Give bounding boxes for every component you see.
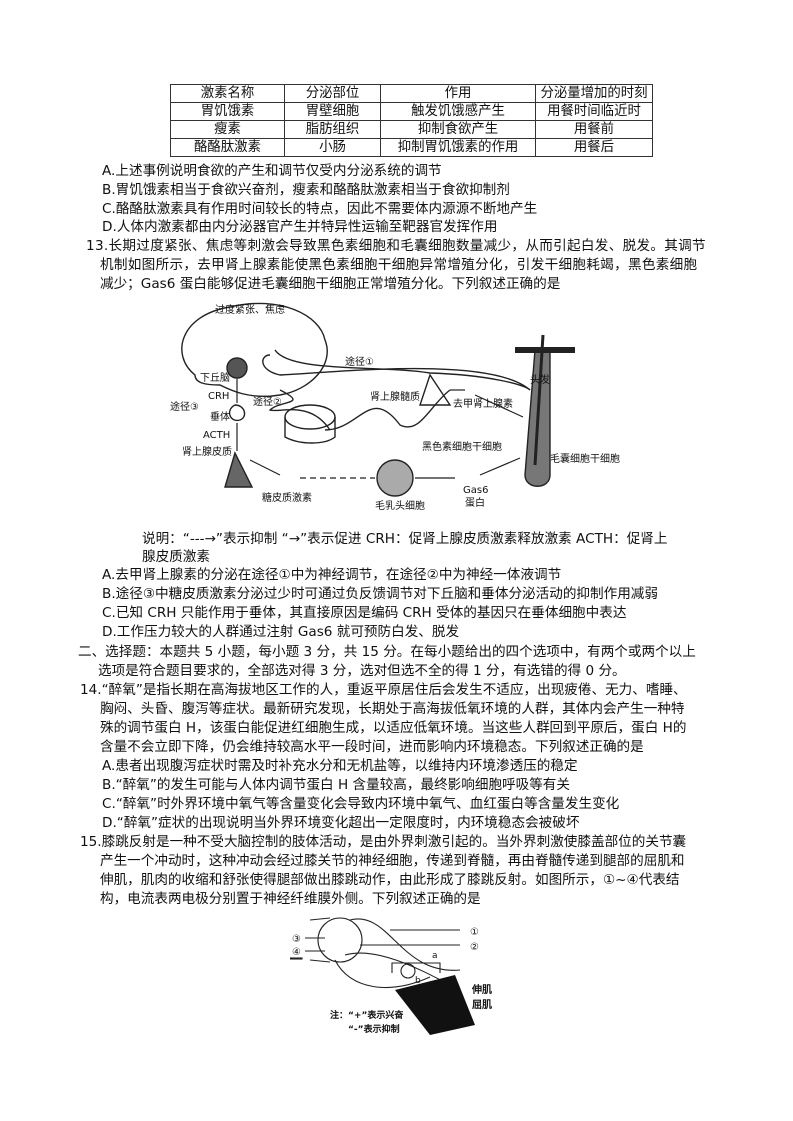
option-a: A.上述事例说明食欲的产生和调节仅受内分泌系统的调节 — [102, 163, 442, 179]
label-3: ③ — [292, 934, 301, 945]
pituitary-icon — [228, 404, 246, 422]
path1-label: 途径① — [345, 355, 374, 368]
hypothalamus-label: 下丘脑 — [200, 371, 230, 384]
header-cell: 分泌部位 — [284, 84, 381, 103]
stem-line: 机制如图所示，去甲肾上腺素能使黑色素细胞干细胞异常增殖分化，引发干细胞耗竭，黑色… — [100, 257, 698, 273]
cell: 用餐后 — [535, 138, 653, 157]
cell: 抑制食欲产生 — [380, 120, 536, 139]
acth-label: ACTH — [203, 430, 230, 441]
label-2: ② — [470, 942, 479, 953]
option-a: A.患者出现腹泻症状时需及时补充水分和无机盐等，以维持内环境渗透压的稳定 — [102, 758, 578, 774]
table-header-row: 激素名称 分泌部位 作用 分泌量增加的时刻 — [170, 84, 653, 103]
path3-label: 途径③ — [170, 400, 199, 413]
norepinephrine-label: 去甲肾上腺素 — [453, 397, 513, 410]
follicle-stem-label: 毛囊细胞干细胞 — [550, 452, 620, 465]
label-1: ① — [470, 927, 479, 938]
cell: 小肠 — [284, 138, 381, 157]
header-cell: 作用 — [380, 84, 536, 103]
spinal-cord-icon — [317, 917, 363, 963]
flexor-label: 屈肌 — [472, 999, 492, 1011]
pituitary-label: 垂体 — [210, 411, 230, 423]
cell: 酪酪肽激素 — [170, 138, 285, 157]
spinal-cord-icon — [284, 404, 336, 430]
cell: 胃壁细胞 — [284, 102, 381, 121]
option-b: B.胃饥饿素相当于食欲兴奋剂，瘦素和酪酪肽激素相当于食欲抑制剂 — [102, 182, 510, 198]
legend-note: 说明：“---→”表示抑制 “→”表示促进 CRH：促肾上腺皮质激素释放激素 A… — [142, 531, 668, 547]
muscle-icon — [395, 975, 475, 1035]
cell: 瘦素 — [170, 120, 285, 139]
note-excite: 注：“+”表示兴奋 — [330, 1009, 404, 1021]
option-d: D.工作压力较大的人群通过注射 Gas6 就可预防白发、脱发 — [102, 624, 460, 640]
option-c: C.“醉氧”时外界环境中氧气等含量变化会导致内环境中氧气、血红蛋白等含量发生变化 — [102, 796, 620, 812]
crh-label: CRH — [208, 391, 229, 402]
stem-line: 14.“醉氧”是指长期在高海拔地区工作的人，重返平原居住后会发生不适应，出现疲倦… — [80, 682, 687, 698]
cell: 抑制胃饥饿素的作用 — [380, 138, 536, 157]
legend-note: 腺皮质激素 — [142, 549, 210, 565]
label-b: b — [415, 976, 421, 986]
option-b: B.“醉氧”的发生可能与人体内调节蛋白 H 含量较高，最终影响细胞呼吸等有关 — [102, 777, 570, 793]
hair-mechanism-diagram: 过度紧张、焦虑 下丘脑 CRH 途径③ 途径② 途径① 垂体 ACTH 肾上腺皮… — [170, 302, 620, 512]
gas6-label: Gas6 — [463, 485, 488, 496]
adrenal-medulla-icon — [419, 373, 452, 406]
stem-line: 15.膝跳反射是一种不受大脑控制的肢体活动，是由外界刺激引起的。当外界刺激使膝盖… — [80, 834, 687, 850]
stem-line: 伸肌，肌肉的收缩和舒张使得腿部做出膝跳动作，由此形成了膝跳反射。如图所示，①~④… — [100, 872, 680, 888]
cell: 胃饥饿素 — [170, 102, 285, 121]
brain-outline — [181, 302, 328, 397]
path1-line — [274, 349, 531, 391]
extensor-label: 伸肌 — [471, 983, 492, 996]
table-row: 胃饥饿素胃壁细胞触发饥饿感产生用餐时间临近时 — [170, 102, 653, 121]
header-cell: 激素名称 — [170, 84, 285, 103]
stress-label: 过度紧张、焦虑 — [215, 303, 285, 316]
cell: 触发饥饿感产生 — [380, 102, 536, 121]
option-c: C.已知 CRH 只能作用于垂体，其直接原因是编码 CRH 受体的基因只在垂体细… — [102, 605, 627, 621]
label-4: ④ — [292, 947, 301, 958]
stem-line: 含量不会立即下降，仍会维持较高水平一段时间，进而影响内环境稳态。下列叙述正确的是 — [100, 739, 644, 755]
protein-label: 蛋白 — [465, 496, 485, 509]
table-row: 瘦素脂肪组织抑制食欲产生用餐前 — [170, 120, 653, 139]
hair-label: 头发 — [530, 373, 550, 386]
hormone-table: 激素名称 分泌部位 作用 分泌量增加的时刻 胃饥饿素胃壁细胞触发饥饿感产生用餐时… — [170, 84, 653, 157]
papilla-cell-icon — [376, 459, 414, 497]
knee-reflex-diagram: ① ② ③ ④ a b 伸肌 屈肌 注：“+”表示兴奋 “-”表示抑制 — [290, 917, 492, 1035]
stem-line: 13.长期过度紧张、焦虑等刺激会导致黑色素细胞和毛囊细胞数量减少，从而引起白发、… — [86, 238, 706, 254]
adrenal-cortex-label: 肾上腺皮质 — [182, 445, 232, 458]
cell: 脂肪组织 — [284, 120, 381, 139]
option-d: D.人体内激素都由内分泌器官产生并特异性运输至靶器官发挥作用 — [102, 219, 498, 235]
stem-line: 产生一个冲动时，这种冲动会经过膝关节的神经细胞，传递到脊髓，再由脊髓传递到腿部的… — [100, 853, 685, 869]
option-b: B.途径③中糖皮质激素分泌过少时可通过负反馈调节对下丘脑和垂体分泌活动的抑制作用… — [102, 586, 658, 602]
melanocyte-stem-label: 黑色素细胞干细胞 — [422, 440, 502, 453]
papilla-label: 毛乳头细胞 — [375, 499, 425, 512]
option-d: D.“醉氧”症状的出现说明当外界环境变化超出一定限度时，内环境稳态会被破坏 — [102, 815, 580, 831]
label-a: a — [432, 951, 438, 961]
section-heading: 二、选择题：本题共 5 小题，每小题 3 分，共 15 分。在每小题给出的四个选… — [78, 644, 696, 660]
option-a: A.去甲肾上腺素的分泌在途径①中为神经调节，在途径②中为神经一体液调节 — [102, 567, 562, 583]
note-inhibit: “-”表示抑制 — [348, 1023, 400, 1035]
stem-line: 殊的调节蛋白 H，该蛋白能促进红细胞生成，以适应低氧环境。当这些人群回到平原后，… — [100, 720, 687, 736]
path2-label: 途径② — [253, 395, 282, 408]
stem-line: 减少；Gas6 蛋白能够促进毛囊细胞干细胞正常增殖分化。下列叙述正确的是 — [100, 276, 561, 292]
cell: 用餐时间临近时 — [535, 102, 653, 121]
glucocorticoid-label: 糖皮质激素 — [262, 491, 312, 504]
option-c: C.酪酪肽激素具有作用时间较长的特点，因此不需要体内源源不断地产生 — [102, 201, 538, 217]
hypothalamus-icon — [226, 357, 248, 379]
stem-line: 胸闷、头昏、腹泻等症状。最新研究发现，长期处于高海拔低氧环境的人群，其体内会产生… — [100, 701, 685, 717]
adrenal-cortex-icon — [224, 451, 254, 488]
ammeter-icon — [400, 963, 416, 979]
cell: 用餐前 — [535, 120, 653, 139]
table-row: 酪酪肽激素小肠抑制胃饥饿素的作用用餐后 — [170, 138, 653, 157]
stem-line: 构，电流表两电极分别置于神经纤维膜外侧。下列叙述正确的是 — [100, 891, 481, 907]
adrenal-medulla-label: 肾上腺髓质 — [370, 390, 420, 403]
section-heading: 选项是符合题目要求的，全部选对得 3 分，选对但选不全的得 1 分，有选错的得 … — [98, 663, 626, 679]
header-cell: 分泌量增加的时刻 — [535, 84, 653, 103]
